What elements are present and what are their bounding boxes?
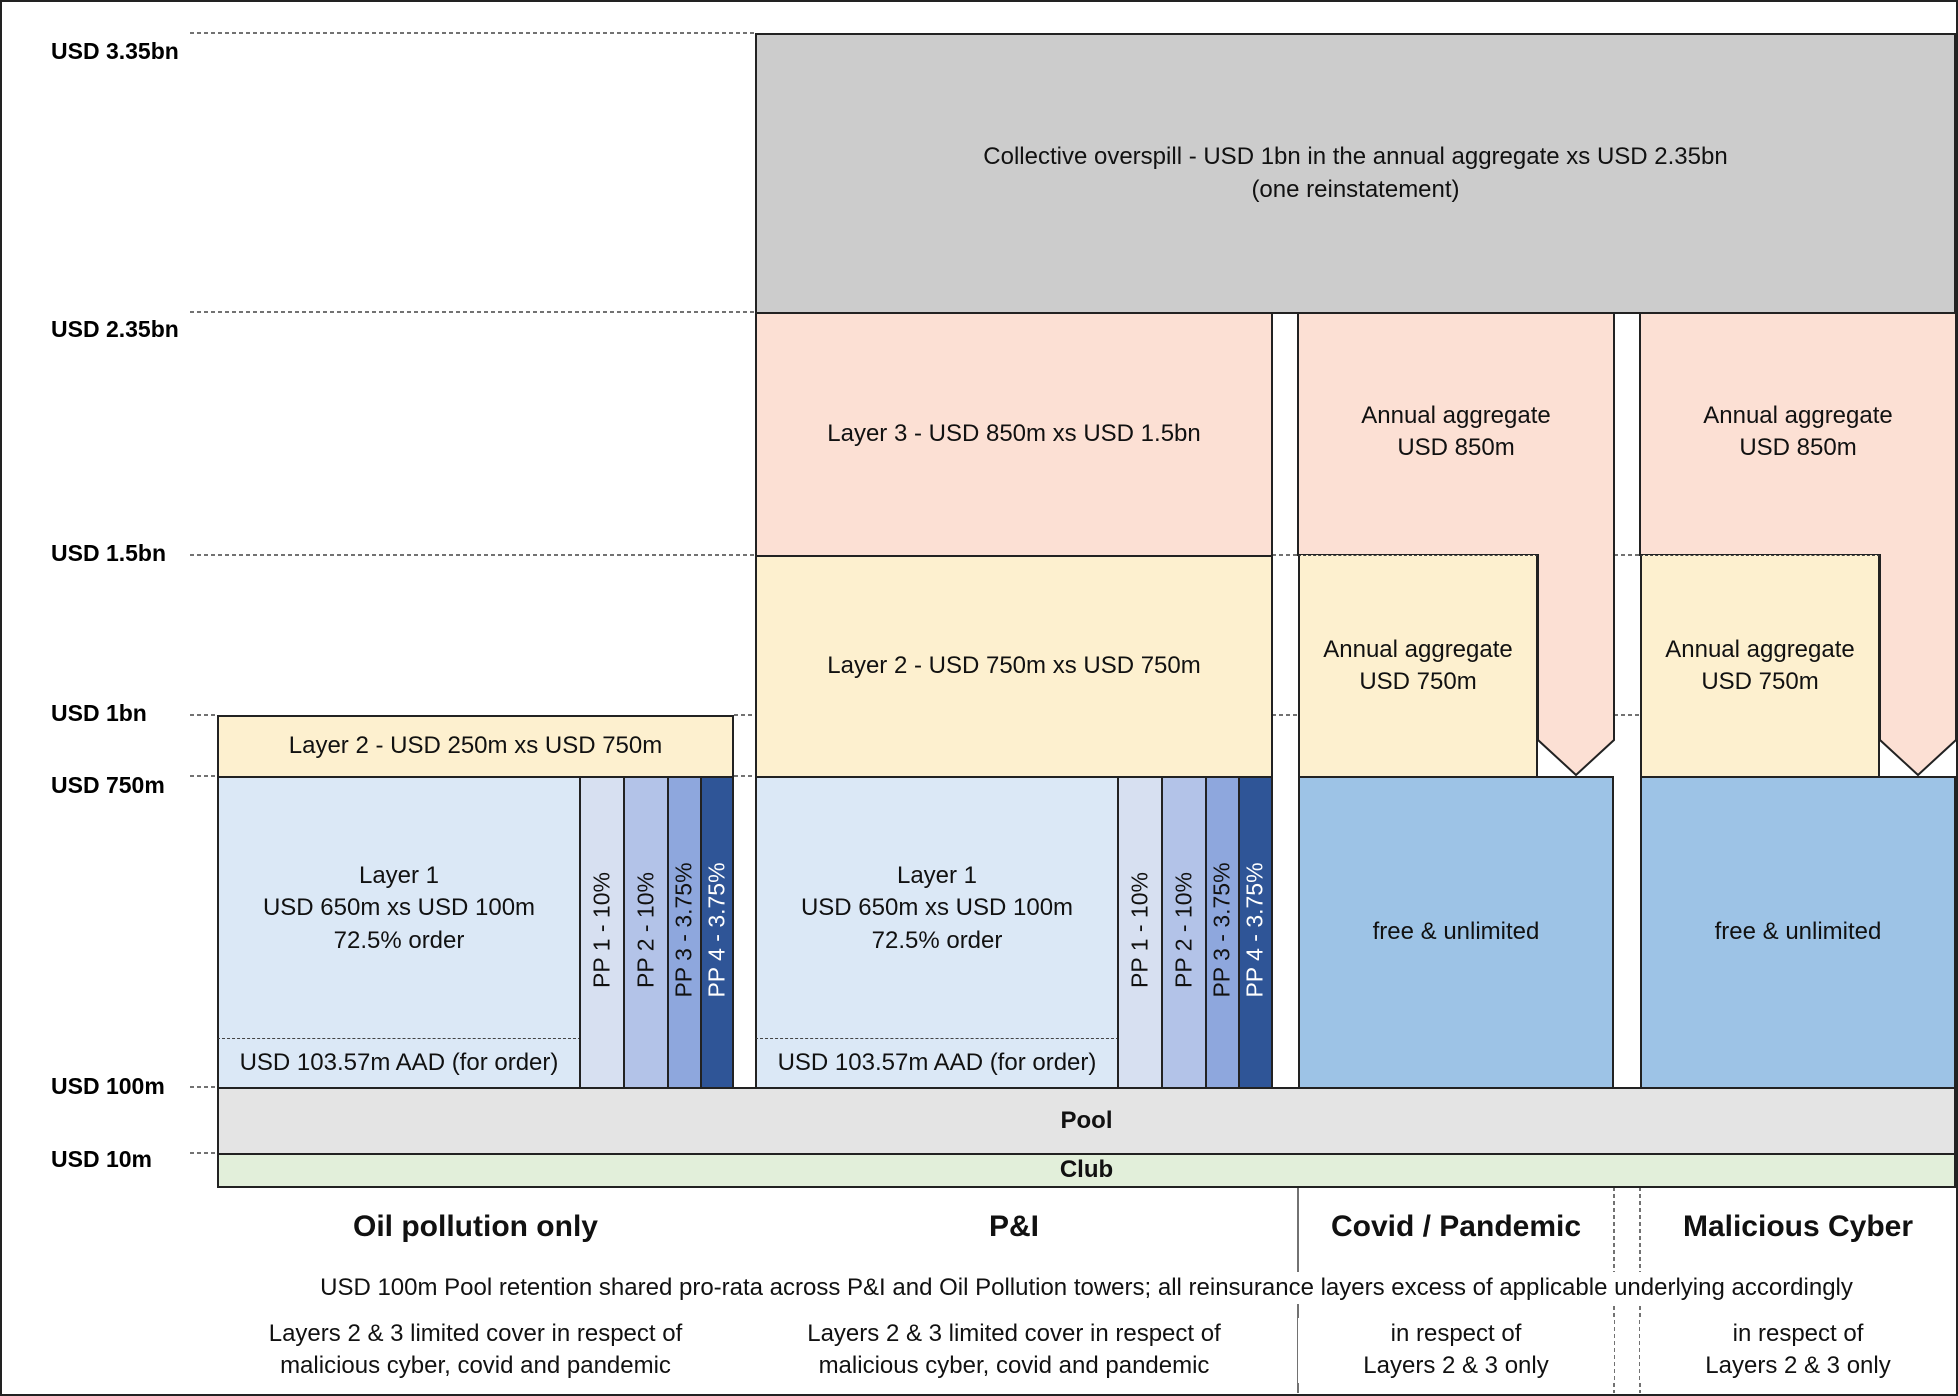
oil-layer-1: Layer 1 USD 650m xs USD 100m 72.5% order [217, 776, 581, 1039]
oil-aad: USD 103.57m AAD (for order) [217, 1038, 581, 1089]
note-covid: in respect of Layers 2 & 3 only [1298, 1318, 1614, 1383]
cyber-aggregate-750-text: Annual aggregate USD 750m [1665, 635, 1855, 695]
club-label: Club [1059, 1156, 1114, 1184]
oil-aad-text: USD 103.57m AAD (for order) [239, 1048, 559, 1076]
axis-label-1bn: USD 1bn [51, 700, 147, 726]
pi-layer-2: Layer 2 - USD 750m xs USD 750m [755, 555, 1273, 778]
collective-overspill-layer: Collective overspill - USD 1bn in the an… [755, 33, 1956, 314]
column-title-oil: Oil pollution only [353, 1210, 598, 1243]
cyber-aggregate-750: Annual aggregate USD 750m [1640, 555, 1880, 778]
cyber-free-unlimited: free & unlimited [1640, 776, 1956, 1089]
axis-label-10m: USD 10m [51, 1146, 152, 1172]
oil-layer-1-text: Layer 1 USD 650m xs USD 100m 72.5% order [262, 861, 536, 954]
pool-layer: Pool [217, 1087, 1956, 1155]
oil-pp3-label: PP 3 - 3.75% [670, 862, 697, 998]
oil-pp1-label: PP 1 - 10% [588, 872, 615, 988]
club-layer: Club [217, 1153, 1956, 1188]
pi-aad: USD 103.57m AAD (for order) [755, 1038, 1119, 1089]
covid-aggregate-850-label: Annual aggregate USD 850m [1361, 402, 1551, 462]
covid-free-unlimited: free & unlimited [1298, 776, 1614, 1089]
axis-label-3-35bn: USD 3.35bn [51, 38, 179, 64]
oil-pp2-label: PP 2 - 10% [632, 872, 659, 988]
note-cyber: in respect of Layers 2 & 3 only [1640, 1318, 1956, 1383]
pool-label: Pool [1060, 1106, 1113, 1134]
pi-layer-2-text: Layer 2 - USD 750m xs USD 750m [827, 652, 1201, 680]
oil-pp4-column [700, 776, 734, 1089]
cyber-free-unlimited-text: free & unlimited [1714, 918, 1882, 946]
oil-layer-2: Layer 2 - USD 250m xs USD 750m [217, 715, 734, 778]
note-oil: Layers 2 & 3 limited cover in respect of… [268, 1320, 683, 1380]
pi-layer-1-text: Layer 1 USD 650m xs USD 100m 72.5% order [800, 861, 1074, 954]
pi-pp4-label: PP 4 - 3.75% [1241, 862, 1268, 998]
note-pi: Layers 2 & 3 limited cover in respect of… [807, 1320, 1221, 1380]
axis-label-750m: USD 750m [51, 772, 165, 798]
pi-pp2-label: PP 2 - 10% [1170, 872, 1197, 988]
pi-aad-text: USD 103.57m AAD (for order) [777, 1048, 1097, 1076]
axis-label-1-5bn: USD 1.5bn [51, 540, 167, 566]
pi-layer-3-text: Layer 3 - USD 850m xs USD 1.5bn [827, 420, 1201, 448]
column-title-covid: Covid / Pandemic [1330, 1210, 1582, 1243]
pi-layer-1: Layer 1 USD 650m xs USD 100m 72.5% order [755, 776, 1119, 1039]
covid-aggregate-750: Annual aggregate USD 750m [1298, 555, 1538, 778]
axis-label-100m: USD 100m [51, 1073, 165, 1099]
axis-label-2-35bn: USD 2.35bn [51, 316, 179, 342]
cyber-aggregate-850-label: Annual aggregate USD 850m [1703, 402, 1893, 462]
column-title-pi: P&I [988, 1210, 1039, 1243]
covid-aggregate-750-text: Annual aggregate USD 750m [1323, 635, 1513, 695]
pi-pp4-column [1238, 776, 1273, 1089]
oil-pp4-label: PP 4 - 3.75% [703, 862, 730, 998]
pi-pp3-column [1205, 776, 1240, 1089]
pi-pp1-label: PP 1 - 10% [1126, 872, 1153, 988]
shared-retention-note: USD 100m Pool retention shared pro-rata … [217, 1272, 1956, 1305]
collective-overspill-text: Collective overspill - USD 1bn in the an… [983, 143, 1728, 203]
covid-free-unlimited-text: free & unlimited [1372, 918, 1540, 946]
column-title-cyber: Malicious Cyber [1682, 1210, 1914, 1243]
oil-layer-2-text: Layer 2 - USD 250m xs USD 750m [288, 732, 663, 760]
pi-pp2-column [1161, 776, 1207, 1089]
pi-pp3-label: PP 3 - 3.75% [1208, 862, 1235, 998]
pi-layer-3: Layer 3 - USD 850m xs USD 1.5bn [755, 312, 1273, 557]
